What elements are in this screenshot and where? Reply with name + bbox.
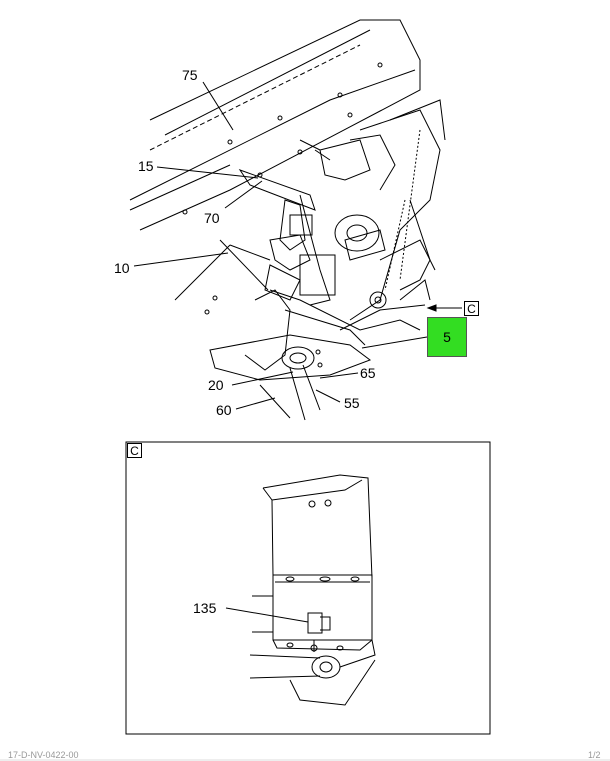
frame-rail-drawing — [129, 19, 446, 421]
detail-c-frame — [125, 441, 491, 735]
callout-10: 10 — [114, 260, 130, 276]
callout-5-highlight[interactable]: 5 — [427, 317, 467, 357]
detail-c-label: C — [130, 443, 139, 458]
leader-lines — [133, 81, 462, 410]
view-c-pointer-label: C — [467, 301, 476, 316]
callout-60: 60 — [216, 402, 232, 418]
callout-75: 75 — [182, 67, 198, 83]
footer-page: 1/2 — [588, 750, 601, 760]
detail-c-label-box: C — [127, 443, 142, 458]
callout-5: 5 — [443, 329, 451, 345]
view-c-pointer-box[interactable]: C — [464, 301, 479, 316]
footer-doc-number: 17-D-NV-0422-00 — [8, 750, 79, 760]
callout-65: 65 — [360, 365, 376, 381]
callout-15: 15 — [138, 158, 154, 174]
detail-c-drawing — [225, 474, 376, 706]
callout-55: 55 — [344, 395, 360, 411]
callout-135: 135 — [193, 600, 217, 616]
callout-20: 20 — [208, 377, 224, 393]
callout-70: 70 — [204, 210, 220, 226]
